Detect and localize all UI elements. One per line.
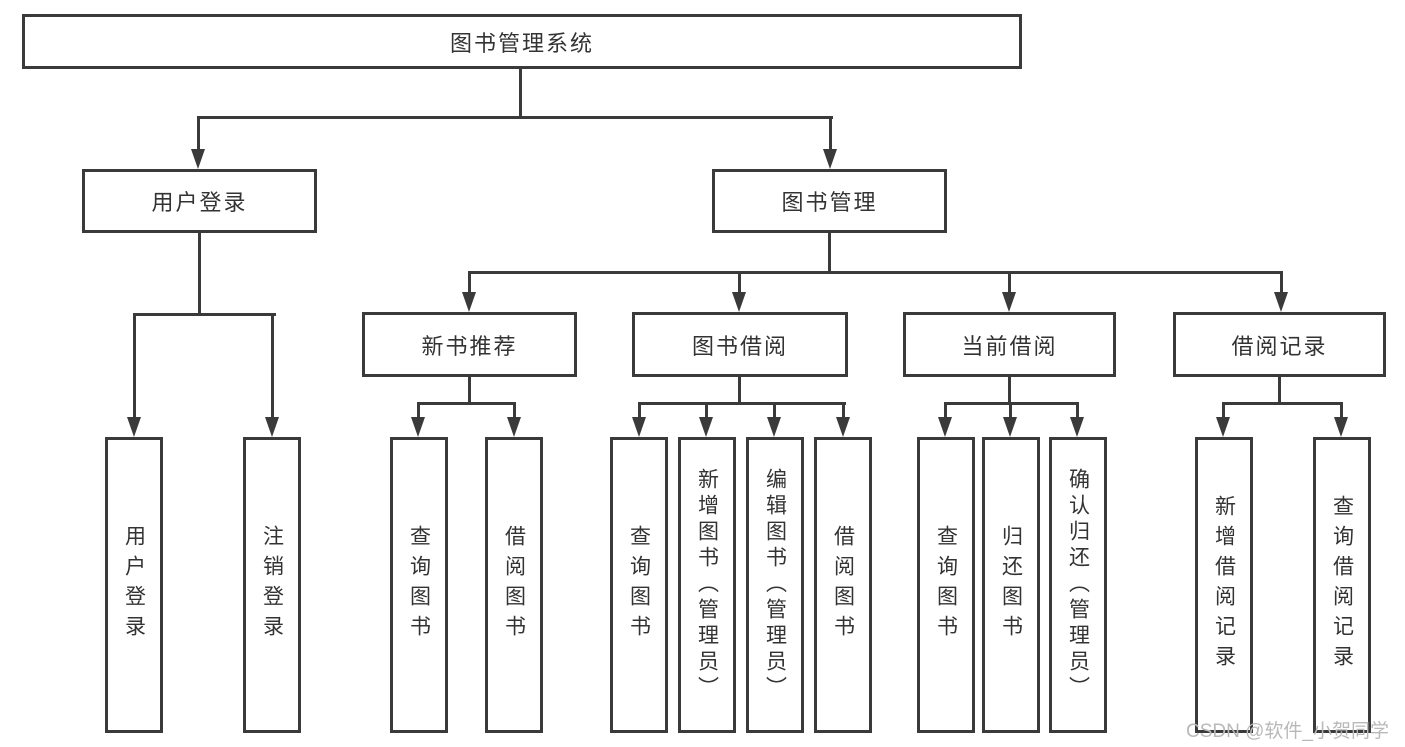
leaf-edit-books-admin-label: 编辑图书（管理员） <box>763 468 787 702</box>
leaf-add-books-admin-label: 新增图书（管理员） <box>695 468 719 702</box>
connector-line <box>1278 377 1281 404</box>
leaf-add-borrow-record-label: 新增借阅记录 <box>1212 495 1236 675</box>
node-book-management-label: 图书管理 <box>781 190 878 215</box>
connector-line <box>638 402 846 405</box>
arrow-down-icon <box>823 149 837 169</box>
node-current-borrowing-label: 当前借阅 <box>961 333 1058 359</box>
connector-line <box>468 271 471 293</box>
connector-line <box>738 377 741 404</box>
leaf-borrow-books-2: 借阅图书 <box>814 437 872 733</box>
node-root-label: 图书管理系统 <box>449 30 594 56</box>
leaf-query-books-3-label: 查询图书 <box>934 525 958 645</box>
node-book-borrowing-label: 图书借阅 <box>691 333 788 359</box>
leaf-query-books-1: 查询图书 <box>390 437 448 733</box>
leaf-query-books-2-label: 查询图书 <box>627 525 651 645</box>
arrow-down-icon <box>938 417 952 437</box>
connector-line <box>198 233 201 316</box>
leaf-borrow-books-1-label: 借阅图书 <box>502 525 526 645</box>
connector-line <box>513 402 516 418</box>
connector-line <box>1009 402 1012 418</box>
connector-line <box>468 377 471 404</box>
node-user-login: 用户登录 <box>82 169 317 233</box>
arrow-down-icon <box>507 417 521 437</box>
connector-line <box>1222 402 1343 405</box>
arrow-down-icon <box>1274 292 1288 312</box>
connector-line <box>1008 271 1011 293</box>
leaf-query-books-3: 查询图书 <box>917 437 975 733</box>
arrow-down-icon <box>265 417 279 437</box>
arrow-down-icon <box>1003 417 1017 437</box>
connector-line <box>705 402 708 418</box>
connector-line <box>773 402 776 418</box>
leaf-add-books-admin: 新增图书（管理员） <box>678 437 736 733</box>
connector-line <box>133 313 136 417</box>
arrow-down-icon <box>836 417 850 437</box>
leaf-edit-books-admin: 编辑图书（管理员） <box>746 437 804 733</box>
node-borrowing-records: 借阅记录 <box>1173 312 1386 377</box>
connector-line <box>638 402 641 418</box>
leaf-query-borrow-record: 查询借阅记录 <box>1313 437 1371 733</box>
arrow-down-icon <box>1334 417 1348 437</box>
arrow-down-icon <box>191 149 205 169</box>
node-new-book-recommendation: 新书推荐 <box>362 312 577 377</box>
arrow-down-icon <box>699 417 713 437</box>
leaf-confirm-return-admin-label: 确认归还（管理员） <box>1066 468 1090 702</box>
leaf-query-borrow-record-label: 查询借阅记录 <box>1330 495 1354 675</box>
connector-line <box>842 402 845 418</box>
csdn-watermark: CSDN @软件_小贺同学 <box>1186 721 1389 742</box>
connector-line <box>944 402 947 418</box>
arrow-down-icon <box>1070 417 1084 437</box>
leaf-user-login: 用户登录 <box>105 437 163 733</box>
leaf-query-books-2: 查询图书 <box>610 437 668 733</box>
connector-line <box>738 271 741 293</box>
connector-line <box>829 116 832 150</box>
connector-line <box>1222 402 1225 418</box>
node-book-borrowing: 图书借阅 <box>632 312 848 377</box>
leaf-confirm-return-admin: 确认归还（管理员） <box>1049 437 1107 733</box>
leaf-query-books-1-label: 查询图书 <box>407 525 431 645</box>
connector-line <box>828 233 831 274</box>
connector-line <box>197 116 833 119</box>
connector-line <box>417 402 420 418</box>
connector-line <box>133 313 276 316</box>
leaf-add-borrow-record: 新增借阅记录 <box>1195 437 1253 733</box>
connector-line <box>1340 402 1343 418</box>
connector-line <box>417 402 516 405</box>
node-user-login-label: 用户登录 <box>151 190 248 215</box>
leaf-return-books: 归还图书 <box>982 437 1040 733</box>
arrow-down-icon <box>732 292 746 312</box>
connector-line <box>1008 377 1011 404</box>
node-book-management: 图书管理 <box>712 169 947 233</box>
connector-line <box>468 271 1283 274</box>
arrow-down-icon <box>462 292 476 312</box>
arrow-down-icon <box>127 417 141 437</box>
connector-line <box>1280 271 1283 293</box>
node-borrowing-records-label: 借阅记录 <box>1231 333 1328 359</box>
leaf-user-login-label: 用户登录 <box>122 525 146 645</box>
arrow-down-icon <box>767 417 781 437</box>
leaf-logout: 注销登录 <box>243 437 301 733</box>
connector-line <box>519 68 522 119</box>
leaf-logout-label: 注销登录 <box>260 525 284 645</box>
leaf-borrow-books-1: 借阅图书 <box>485 437 543 733</box>
leaf-return-books-label: 归还图书 <box>999 525 1023 645</box>
arrow-down-icon <box>411 417 425 437</box>
node-current-borrowing: 当前借阅 <box>903 312 1116 377</box>
node-root: 图书管理系统 <box>22 14 1022 69</box>
arrow-down-icon <box>1216 417 1230 437</box>
leaf-borrow-books-2-label: 借阅图书 <box>831 525 855 645</box>
connector-line <box>271 313 274 417</box>
connector-line <box>1076 402 1079 418</box>
node-new-book-recommendation-label: 新书推荐 <box>421 333 518 359</box>
arrow-down-icon <box>1002 292 1016 312</box>
arrow-down-icon <box>632 417 646 437</box>
connector-line <box>197 116 200 150</box>
